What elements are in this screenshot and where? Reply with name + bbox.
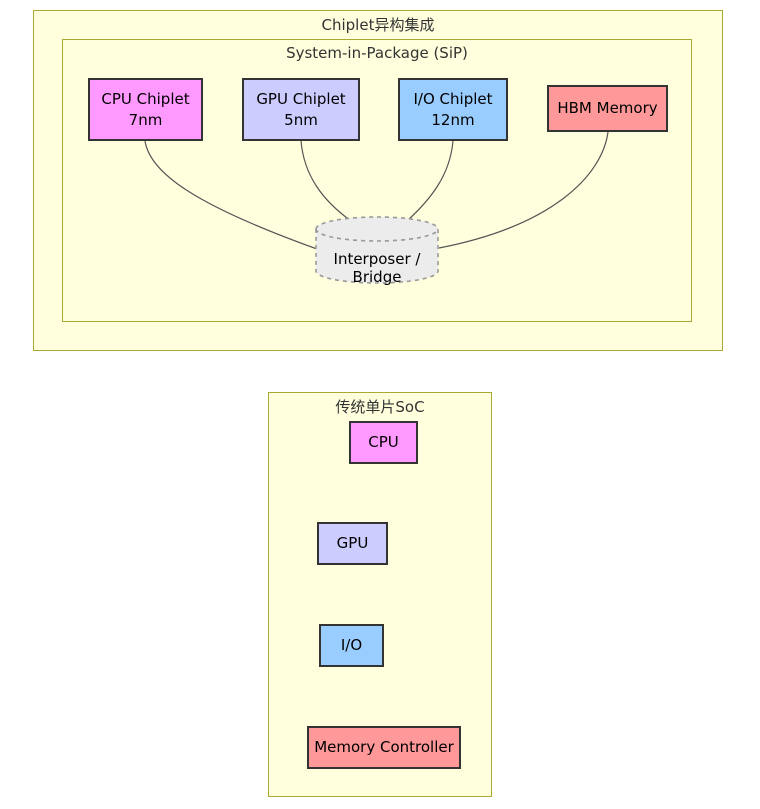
- node-memory-controller: Memory Controller: [307, 726, 461, 769]
- node-cpu-chiplet-process: 7nm: [128, 110, 163, 129]
- node-io-chiplet-process: 12nm: [431, 110, 475, 129]
- node-gpu-label: GPU: [336, 534, 369, 552]
- node-hbm-memory: HBM Memory: [547, 85, 668, 132]
- node-io-chiplet-name: I/O Chiplet: [413, 89, 493, 108]
- node-io-label: I/O: [340, 636, 363, 654]
- cluster-chiplet-integration-title: Chiplet异构集成: [321, 16, 435, 34]
- node-io-chiplet: I/O Chiplet 12nm: [398, 78, 508, 141]
- node-memory-controller-label: Memory Controller: [314, 738, 454, 756]
- cluster-sip-title: System-in-Package (SiP): [286, 44, 468, 62]
- node-gpu: GPU: [317, 522, 388, 565]
- node-cpu: CPU: [349, 421, 418, 464]
- node-gpu-chiplet-name: GPU Chiplet: [256, 89, 346, 108]
- cluster-traditional-soc-title: 传统单片SoC: [335, 398, 425, 416]
- node-io: I/O: [319, 624, 384, 667]
- node-cpu-chiplet: CPU Chiplet 7nm: [88, 78, 203, 141]
- node-cpu-chiplet-name: CPU Chiplet: [101, 89, 190, 108]
- interposer-label: Interposer / Bridge: [333, 250, 421, 286]
- node-gpu-chiplet-process: 5nm: [284, 110, 318, 129]
- node-gpu-chiplet: GPU Chiplet 5nm: [242, 78, 360, 141]
- node-cpu-label: CPU: [368, 433, 399, 451]
- node-hbm-memory-label: HBM Memory: [557, 99, 658, 117]
